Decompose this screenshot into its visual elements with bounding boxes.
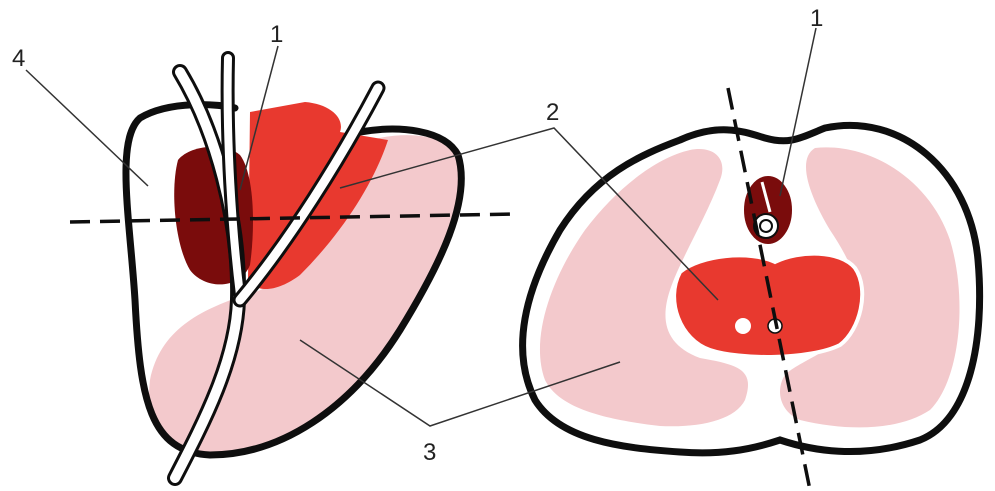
label-2: 2 bbox=[546, 99, 559, 126]
label-1-right: 1 bbox=[810, 5, 823, 32]
cross-section-duct-left bbox=[735, 318, 751, 334]
sagittal-view bbox=[70, 58, 515, 478]
cross-section-central-zone bbox=[674, 254, 862, 357]
cross-section-view bbox=[523, 88, 980, 490]
label-3: 3 bbox=[423, 439, 436, 466]
label-1-left: 1 bbox=[270, 21, 283, 48]
label-4: 4 bbox=[12, 45, 25, 72]
